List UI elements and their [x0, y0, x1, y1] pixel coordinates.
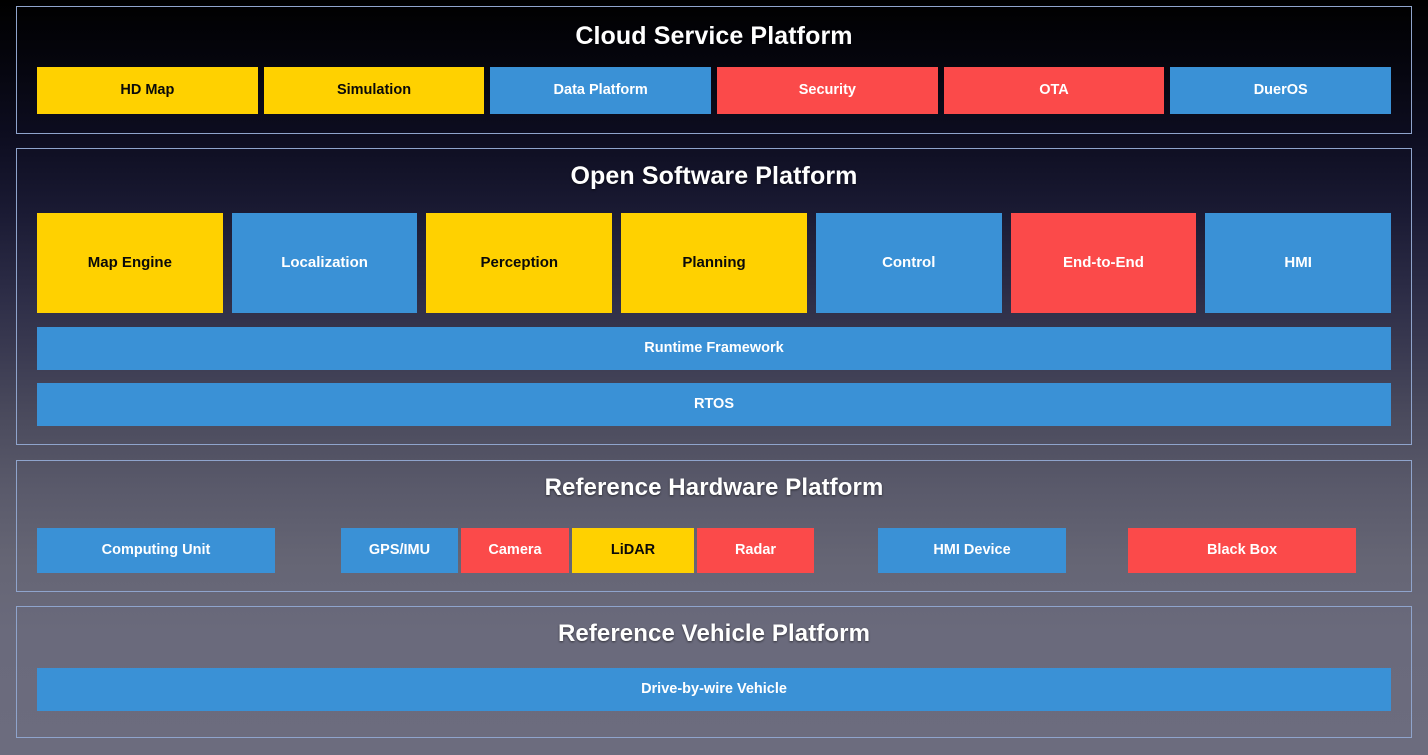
software-box-end-to-end[interactable]: End-to-End — [1010, 213, 1197, 313]
software-box-planning[interactable]: Planning — [621, 213, 807, 313]
cloud-box-security[interactable]: Security — [717, 67, 938, 114]
cloud-box-dueros[interactable]: DuerOS — [1170, 67, 1392, 114]
software-rtos-bar: RTOS — [37, 383, 1391, 426]
software-box-runtime-framework[interactable]: Runtime Framework — [37, 327, 1391, 370]
hardware-box-lidar[interactable]: LiDAR — [572, 528, 694, 573]
vehicle-bar: Drive-by-wire Vehicle — [37, 668, 1391, 711]
software-box-map-engine[interactable]: Map Engine — [37, 213, 223, 313]
vehicle-box-drive-by-wire[interactable]: Drive-by-wire Vehicle — [37, 668, 1391, 711]
software-module-row: Map Engine Localization Perception Plann… — [37, 213, 1392, 313]
cloud-box-data-platform[interactable]: Data Platform — [490, 67, 712, 114]
software-box-localization[interactable]: Localization — [231, 213, 418, 313]
hardware-box-row: Computing Unit GPS/IMU Camera LiDAR Rada… — [37, 528, 1391, 573]
hardware-spacer-b — [814, 528, 878, 573]
cloud-box-simulation[interactable]: Simulation — [263, 67, 485, 114]
layer-cloud-service-platform: Cloud Service Platform HD Map Simulation… — [16, 6, 1412, 134]
layer-title-cloud: Cloud Service Platform — [575, 22, 853, 50]
hardware-box-radar[interactable]: Radar — [697, 528, 814, 573]
layer-reference-vehicle-platform: Reference Vehicle Platform Drive-by-wire… — [16, 606, 1412, 738]
hardware-box-gps-imu[interactable]: GPS/IMU — [341, 528, 458, 573]
layer-reference-hardware-platform: Reference Hardware Platform Computing Un… — [16, 460, 1412, 592]
software-runtime-framework-bar: Runtime Framework — [37, 327, 1391, 370]
software-box-rtos[interactable]: RTOS — [37, 383, 1391, 426]
software-box-control[interactable]: Control — [815, 213, 1002, 313]
software-box-perception[interactable]: Perception — [426, 213, 613, 313]
software-box-hmi[interactable]: HMI — [1205, 213, 1392, 313]
hardware-box-black-box[interactable]: Black Box — [1128, 528, 1356, 573]
hardware-sensor-group: GPS/IMU Camera LiDAR Radar — [341, 528, 814, 573]
hardware-box-camera[interactable]: Camera — [461, 528, 569, 573]
layer-open-software-platform: Open Software Platform Map Engine Locali… — [16, 148, 1412, 445]
layer-title-hardware: Reference Hardware Platform — [544, 474, 884, 501]
cloud-box-hd-map[interactable]: HD Map — [37, 67, 258, 114]
hardware-spacer-a — [275, 528, 341, 573]
layer-title-software: Open Software Platform — [570, 162, 858, 190]
cloud-box-ota[interactable]: OTA — [943, 67, 1165, 114]
cloud-box-row: HD Map Simulation Data Platform Security… — [37, 67, 1392, 114]
hardware-box-computing-unit[interactable]: Computing Unit — [37, 528, 275, 573]
layer-title-vehicle: Reference Vehicle Platform — [557, 620, 871, 647]
hardware-box-hmi-device[interactable]: HMI Device — [878, 528, 1066, 573]
hardware-spacer-c — [1066, 528, 1128, 573]
